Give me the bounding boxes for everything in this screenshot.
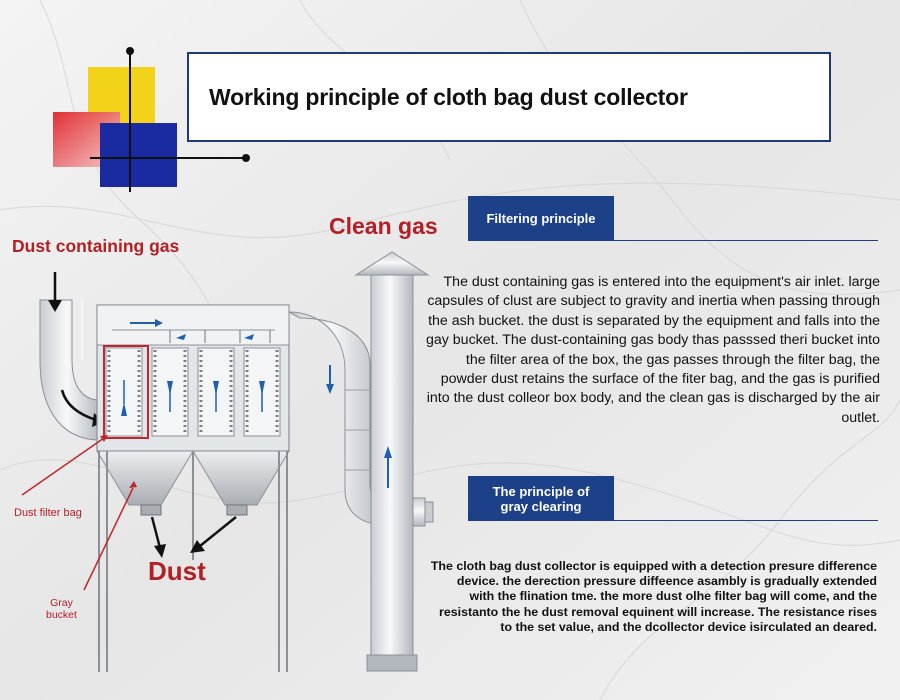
section-heading-gray-clearing-line2: gray clearing bbox=[500, 498, 582, 514]
filter-bags bbox=[103, 345, 281, 439]
label-gray-bucket: Gray bucket bbox=[46, 597, 77, 621]
chimney-stack bbox=[354, 251, 430, 672]
section-heading-filtering: Filtering principle bbox=[468, 196, 614, 241]
label-dust: Dust bbox=[148, 556, 206, 586]
label-dust-containing-gas: Dust containing gas bbox=[12, 236, 180, 256]
section-rule-filtering bbox=[614, 240, 878, 241]
label-dust-filter-bag: Dust filter bag bbox=[14, 507, 82, 519]
label-gray-bucket-line2: bucket bbox=[46, 609, 77, 621]
label-clean-gas: Clean gas bbox=[329, 213, 438, 239]
filtering-principle-text: The dust containing gas is entered into … bbox=[425, 274, 880, 426]
section-rule-gray-clearing bbox=[614, 520, 878, 521]
ash-hoppers bbox=[96, 450, 290, 516]
section-heading-gray-clearing-line1: The principle of bbox=[492, 483, 590, 499]
section-heading-gray-clearing: The principle of gray clearing bbox=[468, 476, 614, 521]
label-gray-bucket-line1: Gray bbox=[50, 597, 73, 609]
inlet-arrows bbox=[48, 272, 104, 427]
title-banner: Working principle of cloth bag dust coll… bbox=[187, 52, 831, 142]
page-title: Working principle of cloth bag dust coll… bbox=[209, 83, 688, 110]
label-pointers bbox=[21, 435, 137, 591]
dust-arrows bbox=[150, 516, 237, 558]
logo-mark bbox=[53, 47, 250, 192]
section-heading-filtering-text: Filtering principle bbox=[486, 211, 596, 226]
gray-clearing-text: The cloth bag dust collector is equipped… bbox=[430, 559, 877, 634]
support-legs bbox=[98, 451, 288, 672]
highlighted-filter-bag bbox=[103, 345, 149, 439]
